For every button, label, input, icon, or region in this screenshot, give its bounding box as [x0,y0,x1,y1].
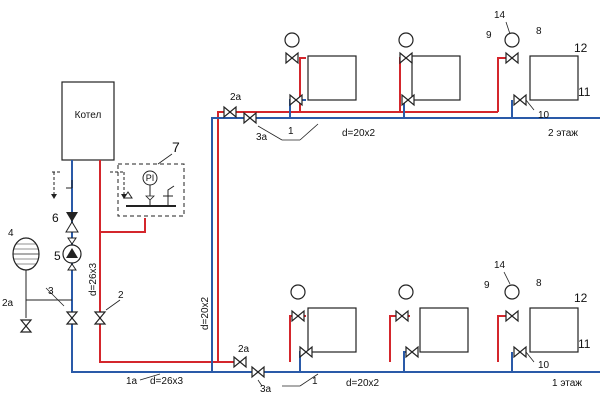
valve-3a-upper [243,112,257,124]
callout-4: 4 [8,228,14,239]
supply-shutoff-valve [94,311,106,325]
callout-14-bottom: 14 [494,260,506,271]
safety-group [117,163,185,217]
callout-11-top: 11 [578,85,591,99]
radiator-lower-2 [395,284,469,358]
radiator-upper-1 [284,32,357,106]
callout-6: 6 [52,211,59,225]
boiler [61,81,115,161]
label-riser-size: d=20x2 [200,296,211,330]
radiator-lower-3 [504,284,579,358]
label-boiler-leg-size: d=26x3 [88,262,99,296]
callout-12-bottom: 12 [574,291,588,305]
drain-valve [20,319,32,333]
callout-3a-lower: 3а [260,384,272,395]
callout-3: 3 [48,286,54,297]
callout-2: 2 [118,290,124,301]
callout-3a-upper: 3а [256,132,268,143]
callout-10-bottom: 10 [538,360,550,371]
label-lower-main-size: d=20x2 [346,378,380,389]
gauge-label: PI [146,173,155,183]
valve-2a-upper [223,106,237,118]
callout-2a-left: 2а [2,298,14,309]
callout-14-top: 14 [494,10,506,21]
callout-10-top: 10 [538,110,550,121]
callout-1a: 1а [126,376,138,387]
callout-7: 7 [172,139,180,155]
supply-pipes [99,57,512,363]
callout-2a-upper: 2а [230,92,242,103]
boiler-label: Котел [75,110,102,121]
callout-8-top: 8 [536,26,542,37]
valve-3a-lower [251,366,265,378]
callout-1-bottom: 1 [312,376,318,387]
radiator-lower-1 [290,284,357,358]
callout-1-top: 1 [288,126,294,137]
label-upper-main-size: d=20x2 [342,128,376,139]
valve-2a-lower [233,356,247,368]
label-floor-1: 1 этаж [552,378,582,389]
callout-9-bottom: 9 [484,280,490,291]
radiator-upper-3 [504,32,579,106]
callout-9-top: 9 [486,30,492,41]
return-shutoff-valve [66,311,78,325]
label-bottom-return-size: d=26x3 [150,376,184,387]
callout-2a-lower: 2а [238,344,250,355]
callout-8-bottom: 8 [536,278,542,289]
callout-11-bottom: 11 [578,337,591,351]
radiator-upper-2 [398,32,461,106]
callout-12-top: 12 [574,41,588,55]
check-valve [66,212,78,222]
callout-5: 5 [54,249,61,263]
label-floor-2: 2 этаж [548,128,578,139]
